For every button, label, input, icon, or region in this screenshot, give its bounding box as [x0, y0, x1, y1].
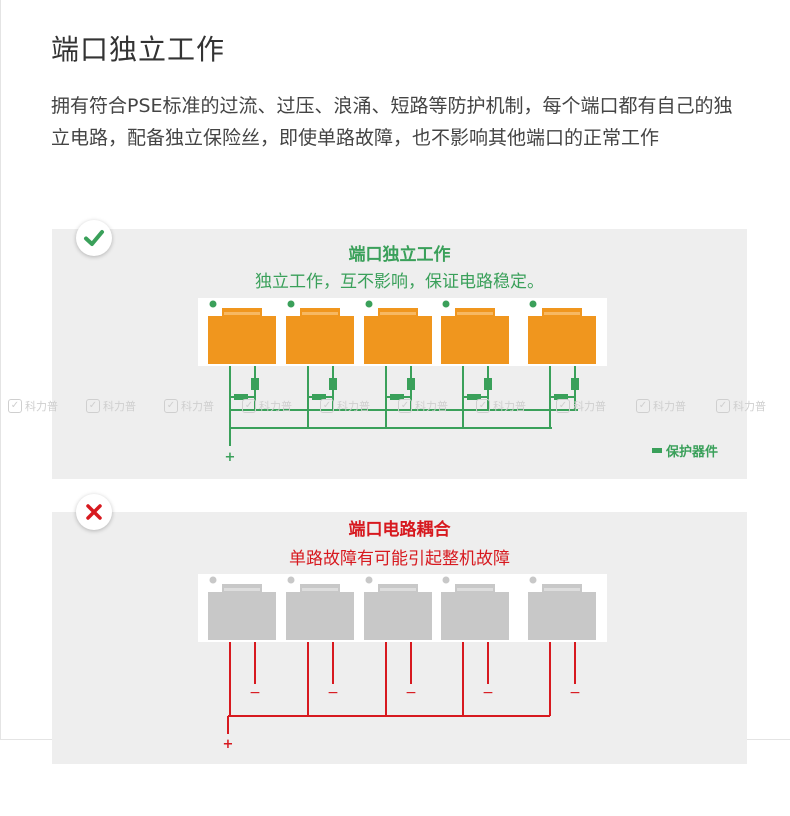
- watermark-text: 科力普: [25, 400, 58, 413]
- rj45-port-icon: [208, 584, 276, 640]
- protection-device: [251, 378, 259, 390]
- watermark: ✓科力普: [556, 398, 606, 414]
- rj45-contacts: [224, 588, 260, 591]
- watermark-logo-icon: ✓: [164, 399, 178, 413]
- minus-terminal-label: −: [569, 685, 581, 701]
- watermark-logo-icon: ✓: [556, 399, 570, 413]
- watermark: ✓科力普: [8, 398, 58, 414]
- protection-device: [484, 378, 492, 390]
- cross-icon: [86, 504, 102, 520]
- minus-terminal-label: −: [327, 685, 339, 701]
- watermark-logo-icon: ✓: [398, 399, 412, 413]
- good-panel-heading: 端口独立工作: [348, 245, 451, 265]
- rj45-contacts: [544, 312, 580, 315]
- watermark: ✓科力普: [636, 398, 686, 414]
- port-led: [365, 300, 373, 308]
- watermark-text: 科力普: [493, 400, 526, 413]
- watermark-logo-icon: ✓: [86, 399, 100, 413]
- watermark-row: ✓科力普✓科力普✓科力普✓科力普✓科力普✓科力普✓科力普✓科力普✓科力普✓科力普: [0, 398, 790, 418]
- protection-device: [390, 394, 404, 400]
- protection-device: [312, 394, 326, 400]
- port-led: [529, 576, 537, 584]
- protection-device: [554, 394, 568, 400]
- port-led: [287, 300, 295, 308]
- watermark-text: 科力普: [103, 400, 136, 413]
- good-panel-subtitle: 独立工作，互不影响，保证电路稳定。: [255, 272, 544, 292]
- checkmark-icon: [84, 230, 104, 246]
- watermark-text: 科力普: [259, 400, 292, 413]
- rj45-contacts: [457, 588, 493, 591]
- rj45-contacts: [380, 588, 416, 591]
- rj45-port-icon: [364, 584, 432, 640]
- protection-device: [571, 378, 579, 390]
- watermark-logo-icon: ✓: [636, 399, 650, 413]
- watermark-logo-icon: ✓: [476, 399, 490, 413]
- bad-panel-subtitle: 单路故障有可能引起整机故障: [289, 549, 510, 569]
- watermark-text: 科力普: [653, 400, 686, 413]
- port-led: [365, 576, 373, 584]
- rj45-port-icon: [528, 308, 596, 364]
- watermark-logo-icon: ✓: [8, 399, 22, 413]
- bad-panel-heading: 端口电路耦合: [348, 520, 451, 540]
- port-led: [287, 576, 295, 584]
- watermark-logo-icon: ✓: [716, 399, 730, 413]
- rj45-port-icon: [441, 308, 509, 364]
- watermark-logo-icon: ✓: [320, 399, 334, 413]
- watermark-text: 科力普: [415, 400, 448, 413]
- rj45-contacts: [302, 588, 338, 591]
- legend-label: 保护器件: [666, 445, 719, 460]
- cross-badge: [76, 494, 112, 530]
- watermark-text: 科力普: [337, 400, 370, 413]
- watermark-text: 科力普: [181, 400, 214, 413]
- rj45-port-icon: [286, 308, 354, 364]
- watermark: ✓科力普: [86, 398, 136, 414]
- port-led: [442, 576, 450, 584]
- watermark: ✓科力普: [242, 398, 292, 414]
- frame-left-border: [0, 0, 1, 740]
- rj45-port-icon: [286, 584, 354, 640]
- rj45-port-icon: [208, 308, 276, 364]
- rj45-contacts: [544, 588, 580, 591]
- legend: 保护器件: [652, 441, 718, 460]
- rj45-contacts: [380, 312, 416, 315]
- page-title: 端口独立工作: [51, 33, 226, 66]
- rj45-port-icon: [364, 308, 432, 364]
- feature-description: 拥有符合PSE标准的过流、过压、浪涌、短路等防护机制，每个端口都有自己的独立电路…: [51, 95, 733, 149]
- port-led: [209, 576, 217, 584]
- watermark: ✓科力普: [320, 398, 370, 414]
- minus-terminal-label: −: [482, 685, 494, 701]
- rj45-contacts: [302, 312, 338, 315]
- rj45-port-icon: [528, 584, 596, 640]
- rj45-contacts: [224, 312, 260, 315]
- protection-device: [407, 378, 415, 390]
- watermark: ✓科力普: [164, 398, 214, 414]
- protection-device: [467, 394, 481, 400]
- minus-terminal-label: −: [405, 685, 417, 701]
- protection-device: [329, 378, 337, 390]
- rj45-contacts: [457, 312, 493, 315]
- rj45-port-icon: [441, 584, 509, 640]
- protection-device: [234, 394, 248, 400]
- checkmark-badge: [76, 220, 112, 256]
- watermark-logo-icon: ✓: [242, 399, 256, 413]
- plus-terminal-label: +: [223, 737, 234, 752]
- plus-terminal-label: +: [225, 450, 236, 465]
- watermark: ✓科力普: [716, 398, 766, 414]
- watermark-text: 科力普: [733, 400, 766, 413]
- minus-terminal-label: −: [249, 685, 261, 701]
- protection-device-legend-swatch: [652, 448, 662, 453]
- port-led: [529, 300, 537, 308]
- watermark-text: 科力普: [573, 400, 606, 413]
- port-led: [209, 300, 217, 308]
- watermark: ✓科力普: [476, 398, 526, 414]
- watermark: ✓科力普: [398, 398, 448, 414]
- port-led: [442, 300, 450, 308]
